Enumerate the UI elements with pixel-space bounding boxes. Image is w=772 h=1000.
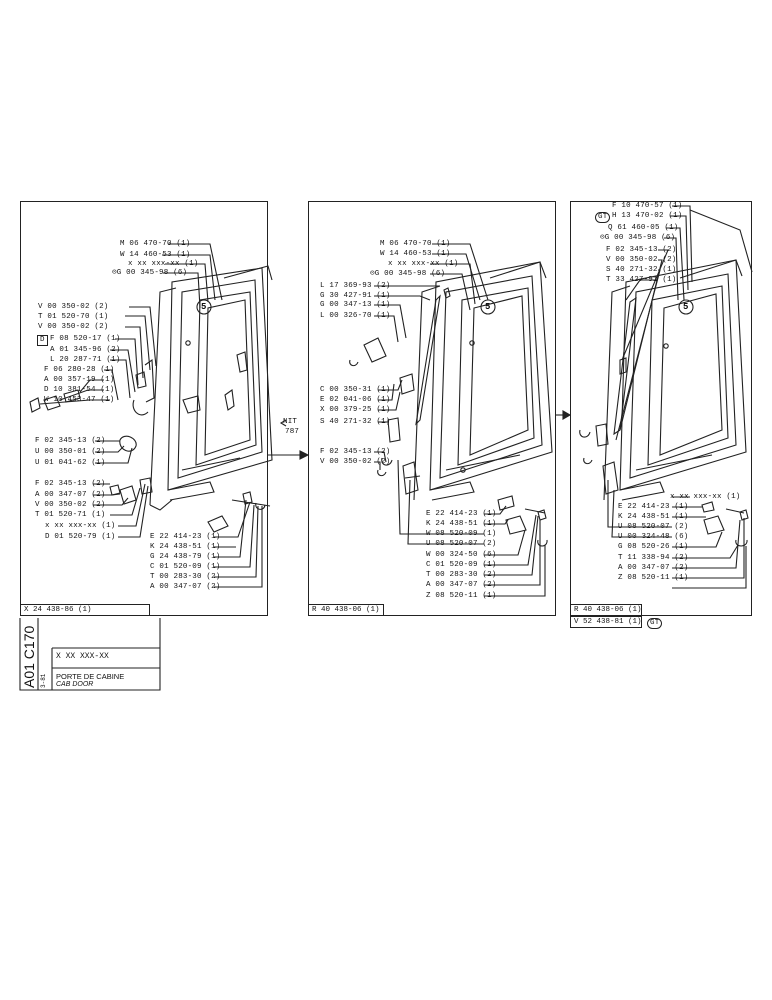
part-label: U 08 520-07 (2)	[618, 523, 689, 531]
part-label: F 08 520-17 (1)	[50, 335, 121, 343]
part-label: W 14 460-53 (1)	[120, 251, 191, 259]
panel-assembly-3	[570, 201, 752, 616]
part-label: A 00 347-07 (2)	[35, 491, 106, 499]
part-label: Z 08 520-11 (1)	[426, 592, 497, 600]
part-label: E 22 414-23 (1)	[150, 533, 221, 541]
part-label: ⊝G 00 345-98 (6)	[600, 234, 676, 242]
part-label: ⊝G 00 345-98 (6)	[370, 270, 446, 278]
arrow-note-line2: 787	[285, 428, 300, 436]
arrow-note-line1: NIT	[283, 418, 298, 426]
part-label: x xx xxx-xx (1)	[45, 522, 116, 530]
part-label: C 01 520-09 (1)	[426, 561, 497, 569]
assembly-ref: X 24 438-86 (1)	[20, 604, 150, 616]
part-label: M 06 470-70 (1)	[120, 240, 191, 248]
part-label: W 08 520-09 (1)	[426, 530, 497, 538]
part-label: U 08 520-07 (2)	[426, 540, 497, 548]
callout-number: 5	[683, 302, 689, 312]
part-label: L 00 326-70 (1)	[320, 312, 391, 320]
part-label: V 00 350-02 (2)	[606, 256, 677, 264]
callout-number: 5	[485, 302, 491, 312]
part-label: V 00 350-02 (2)	[35, 501, 106, 509]
part-label: T 00 283-30 (2)	[150, 573, 221, 581]
part-label: V 00 350-02 (2)	[38, 303, 109, 311]
panel-assembly-2	[308, 201, 556, 616]
part-label: X 00 379-25 (1)	[320, 406, 391, 414]
part-label: W 00 324-50 (6)	[426, 551, 497, 559]
part-label: F 06 280-28 (1)	[44, 366, 115, 374]
part-label: A 00 347-07 (2)	[150, 583, 221, 591]
part-label: E 02 041-06 (1)	[320, 396, 391, 404]
part-label: U 00 350-01 (2)	[35, 448, 106, 456]
assembly-ref: R 40 438-06 (1)	[570, 604, 642, 616]
assembly-ref: R 40 438-06 (1)	[308, 604, 384, 616]
drawing-date: 3-81	[40, 673, 47, 688]
part-label: C 01 520-09 (1)	[150, 563, 221, 571]
part-label: G 08 520-26 (1)	[618, 543, 689, 551]
part-label: A 01 345-96 (2)	[50, 346, 121, 354]
part-label: V 00 350-02 (2)	[320, 458, 391, 466]
part-label: F 02 345-13 (2)	[320, 448, 391, 456]
part-label: F 02 345-13 (2)	[35, 437, 106, 445]
part-label: G 00 347-13 (1)	[320, 301, 391, 309]
part-label: F 02 345-13 (2)	[35, 480, 106, 488]
part-label: C 00 350-31 (1)	[320, 386, 391, 394]
part-label: W 10 453-47 (1)	[44, 396, 115, 404]
part-label: D 01 520-79 (1)	[45, 533, 116, 541]
part-label: T 00 283-30 (2)	[426, 571, 497, 579]
part-label: W 14 460-53 (1)	[380, 250, 451, 258]
part-label: Q 61 460-05 (1)	[608, 224, 679, 232]
part-label: D 10 381-54 (1)	[44, 386, 115, 394]
part-label: T 11 338-94 (2)	[618, 554, 689, 562]
part-label: Z 08 520-11 (1)	[618, 574, 689, 582]
gt-badge: GT	[647, 618, 663, 629]
part-number: X XX XXX-XX	[56, 652, 109, 661]
part-label: U 00 324-48 (6)	[618, 533, 689, 541]
part-label: S 40 271-32 (1)	[606, 266, 677, 274]
title-french: PORTE DE CABINE	[56, 672, 125, 681]
part-label: L 17 369-93 (2)	[320, 282, 391, 290]
gt-marker: GT	[595, 212, 611, 223]
part-label: V 00 350-02 (2)	[38, 323, 109, 331]
part-label: E 22 414-23 (1)	[618, 503, 689, 511]
part-label: T 01 520-70 (1)	[38, 313, 109, 321]
drawing-code: A01 C170	[21, 625, 37, 688]
part-label: H 13 470-02 (1)	[612, 212, 683, 220]
part-label: A 00 347-07 (2)	[426, 581, 497, 589]
part-label: E 22 414-23 (1)	[426, 510, 497, 518]
part-label: G 24 438-79 (1)	[150, 553, 221, 561]
part-label: K 24 438-51 (1)	[618, 513, 689, 521]
callout-number: 5	[201, 302, 207, 312]
part-label: G 30 427-91 (1)	[320, 292, 391, 300]
part-label: K 24 438-51 (1)	[150, 543, 221, 551]
part-label: A 00 357-19 (1)	[44, 376, 115, 384]
part-label: x xx xxx-xx (1)	[670, 493, 741, 501]
assembly-ref: V 52 438-81 (1)	[570, 616, 642, 628]
part-label: M 06 470-70 (1)	[380, 240, 451, 248]
d-marker: D	[37, 335, 48, 346]
part-label: x xx xxx-xx (1)	[128, 260, 199, 268]
title-english: CAB DOOR	[56, 681, 94, 688]
part-label: L 20 287-71 (1)	[50, 356, 121, 364]
part-label: K 24 438-51 (1)	[426, 520, 497, 528]
part-label: x xx xxx-xx (1)	[388, 260, 459, 268]
part-label: T 33 427-91 (1)	[606, 276, 677, 284]
part-label: U 01 041-62 (1)	[35, 459, 106, 467]
part-label: ⊝G 00 345-98 (6)	[112, 269, 188, 277]
part-label: F 02 345-13 (2)	[606, 246, 677, 254]
part-label: F 10 470-57 (1)	[612, 202, 683, 210]
part-label: A 00 347-07 (2)	[618, 564, 689, 572]
part-label: T 01 520-71 (1)	[35, 511, 106, 519]
part-label: S 40 271-32 (1)	[320, 418, 391, 426]
